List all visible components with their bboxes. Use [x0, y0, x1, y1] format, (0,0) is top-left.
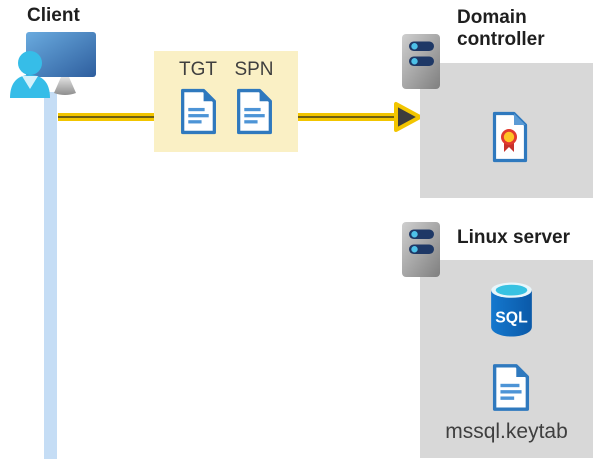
- document-icon: [492, 364, 530, 411]
- ticket-tgt: TGT: [176, 57, 220, 152]
- server-icon: [402, 222, 440, 277]
- client-computer-icon: [10, 32, 96, 98]
- spn-label: SPN: [234, 59, 274, 80]
- domain-controller-label: Domain controller: [457, 7, 545, 50]
- server-icon: [402, 34, 440, 89]
- linux-server-label: Linux server: [457, 227, 570, 248]
- keytab-file-label: mssql.keytab: [445, 420, 568, 443]
- user-icon: [10, 51, 50, 98]
- request-arrow-head-icon: [394, 102, 422, 132]
- monitor-icon: [26, 32, 96, 95]
- ticket-spn: SPN: [232, 57, 276, 152]
- sql-database-icon: SQL: [491, 282, 532, 337]
- certificate-icon: [492, 111, 528, 163]
- sql-label: SQL: [495, 310, 528, 327]
- ticket-box: TGT SPN: [154, 51, 298, 152]
- client-label: Client: [27, 5, 80, 26]
- document-icon: [236, 88, 272, 135]
- document-icon: [180, 88, 216, 135]
- client-lifeline: [44, 92, 57, 459]
- tgt-label: TGT: [179, 59, 217, 80]
